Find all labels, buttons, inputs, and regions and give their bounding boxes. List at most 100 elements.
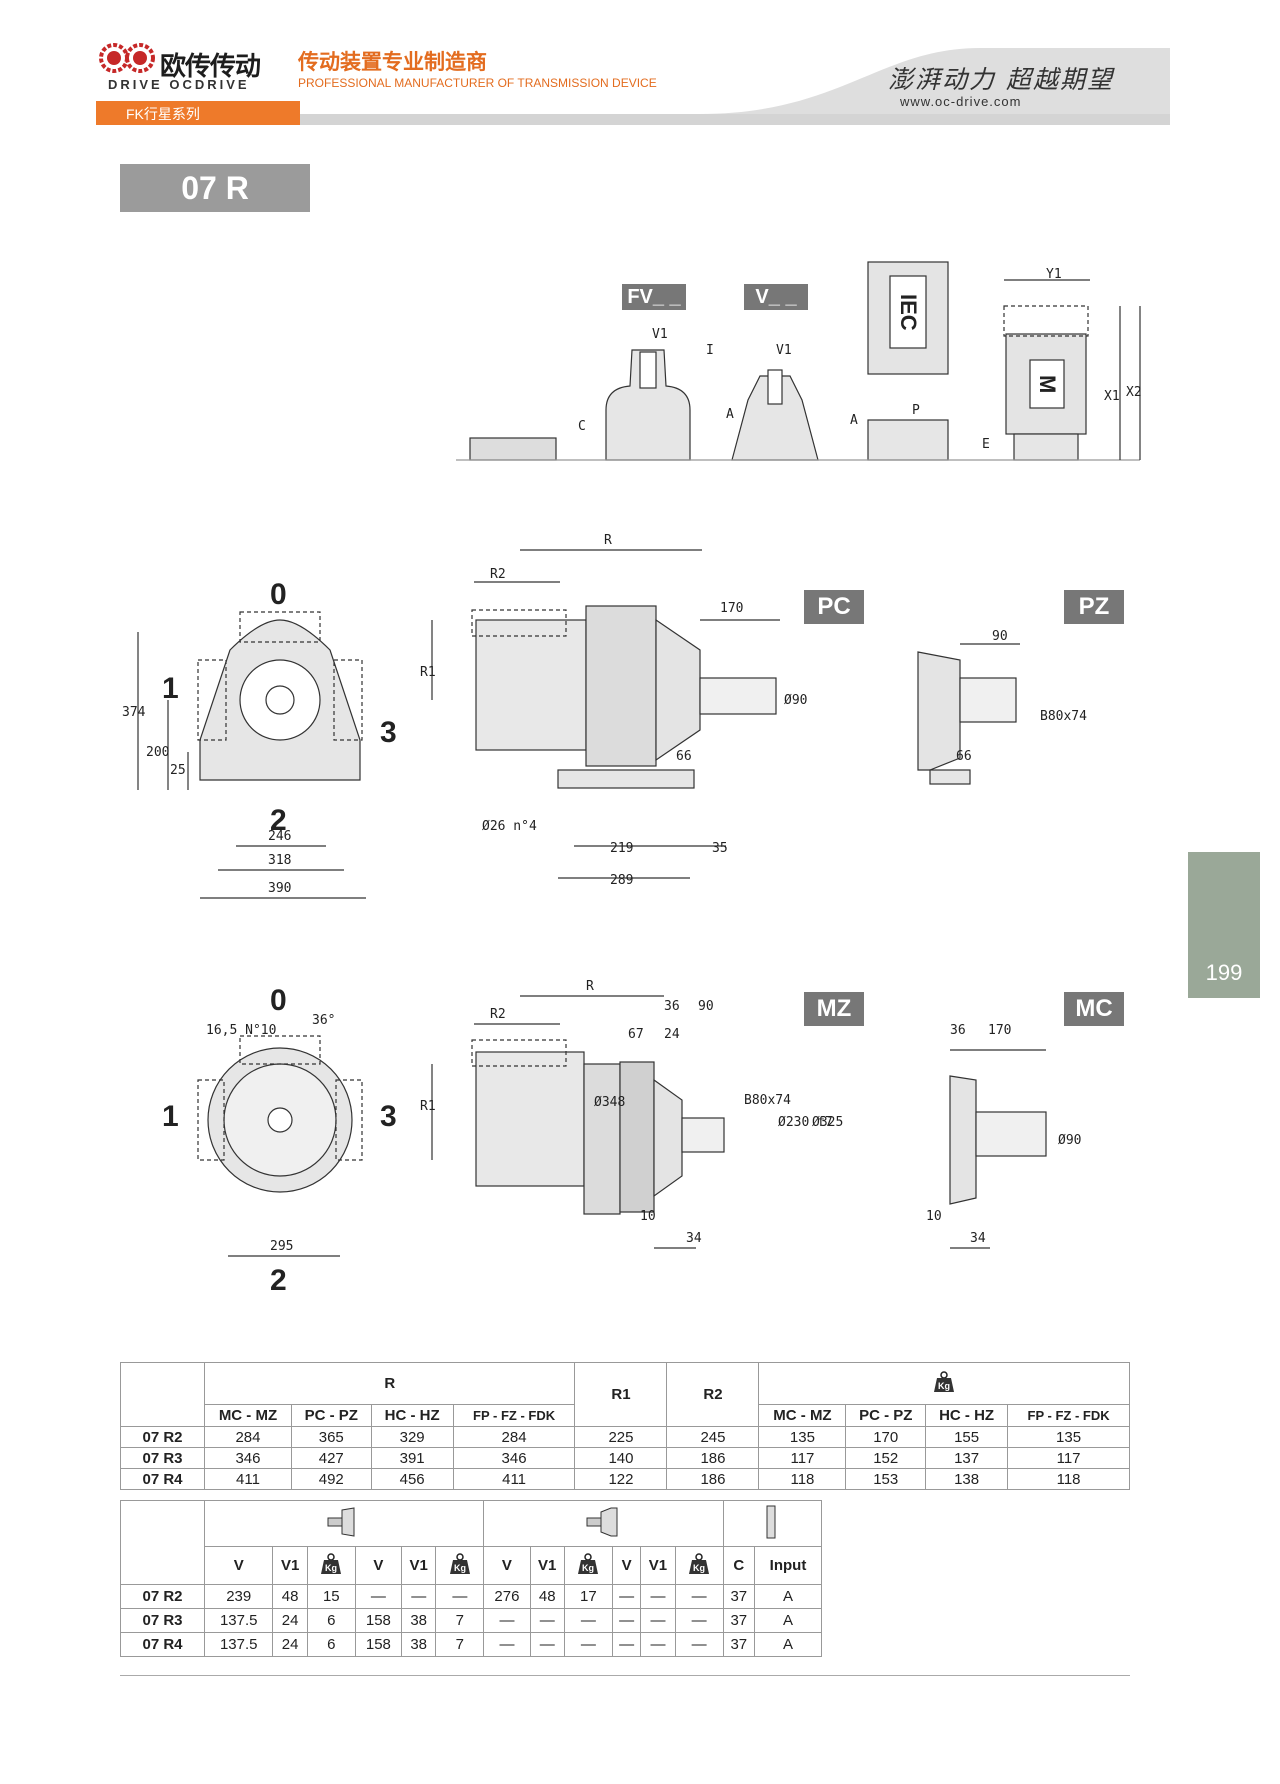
badge-pc: PC: [804, 590, 864, 624]
dim-angle: 36°: [312, 1013, 335, 1028]
dim-295: 295: [270, 1239, 293, 1254]
mc-dim-10: 10: [926, 1209, 942, 1224]
flange-plate-icon: [766, 1505, 776, 1538]
weight-icon: Kg: [318, 1552, 344, 1575]
dim-170: 170: [720, 601, 743, 616]
dim-r2: R2: [490, 567, 506, 582]
dim-v1-v: V1: [776, 343, 792, 358]
adapter-b-icon: [586, 1507, 618, 1536]
flange-position-3: 3: [380, 1100, 397, 1133]
svg-text:Kg: Kg: [582, 1563, 594, 1573]
mc-dim-36: 36: [950, 1023, 966, 1038]
col-kg-mc-mz: MC - MZ: [758, 1404, 847, 1427]
dim-holes: Ø26 n°4: [482, 819, 537, 834]
col-group-input: [722, 1500, 823, 1547]
flange-dim-r2: R2: [490, 1007, 506, 1022]
header-band: [700, 48, 1170, 124]
flange-dim-d230: Ø230 f7: [778, 1115, 833, 1130]
table-row: 07 R2 239 48 15 — — — 276 48 17 — — — 37…: [120, 1584, 822, 1609]
dim-a2: A: [850, 413, 858, 428]
dimensions-table: R R1 R2 Kg MC - MZ PC - PZ HC - HZ FP - …: [120, 1362, 1130, 1490]
dim-r1: R1: [420, 665, 436, 680]
company-logo: 欧传传动 DRIVE OCDRIVE: [96, 40, 276, 92]
label-iec: IEC: [896, 293, 921, 331]
col-kg-pc-pz: PC - PZ: [845, 1404, 927, 1427]
position-1: 1: [162, 672, 179, 705]
weight-icon: Kg: [447, 1552, 473, 1575]
dim-289: 289: [610, 873, 633, 888]
flange-position-0: 0: [270, 984, 287, 1017]
badge-mc: MC: [1064, 992, 1124, 1026]
iec-base: [867, 419, 949, 461]
svg-text:Kg: Kg: [325, 1563, 337, 1573]
slogan: 澎湃动力 超越期望: [888, 65, 1114, 94]
col-r-mc-mz: MC - MZ: [204, 1404, 292, 1427]
pz-dim-66: 66: [956, 749, 972, 764]
flange-dim-67: 67: [628, 1027, 644, 1042]
label-m: M: [1035, 374, 1060, 394]
position-2: 2: [270, 804, 287, 837]
fv-adapter: [605, 349, 691, 461]
dim-holes-flange: 16,5 N°10: [206, 1023, 276, 1038]
col-kg-fp-fz-fdk: FP - FZ - FDK: [1007, 1404, 1130, 1427]
dim-e: E: [982, 437, 990, 452]
col-group-r: R: [203, 1362, 576, 1405]
col-r2: R2: [666, 1362, 760, 1427]
brand-name-en: DRIVE OCDRIVE: [108, 77, 250, 92]
dim-d90: Ø90: [784, 693, 807, 708]
mc-dim-d90: Ø90: [1058, 1133, 1081, 1148]
tagline-cn: 传动装置专业制造商: [298, 51, 487, 74]
dim-y1: Y1: [1046, 267, 1062, 282]
dim-x1: X1: [1104, 389, 1120, 404]
dim-p: P: [912, 403, 920, 418]
adapter-table: V V1 Kg V V1 Kg V V1 Kg V V1 Kg C Input …: [120, 1500, 823, 1657]
technical-drawings: V1 V1 I A A C P E Y1 X1 X2 0 1 3 2 374 2…: [122, 261, 1142, 1297]
dim-c: C: [578, 419, 586, 434]
mc-dim-34: 34: [970, 1231, 986, 1246]
flange-dim-10: 10: [640, 1209, 656, 1224]
svg-text:Kg: Kg: [693, 1563, 705, 1573]
position-3: 3: [380, 716, 397, 749]
foot-gearbox-motor-side: [475, 619, 587, 751]
flange-dim-b80: B80x74: [744, 1093, 791, 1108]
col-group-adapter-a: [203, 1500, 485, 1547]
weight-icon: Kg: [686, 1552, 712, 1575]
adapter-a-icon: [327, 1506, 355, 1537]
col-r-pc-pz: PC - PZ: [290, 1404, 372, 1427]
col-group-adapter-b: [483, 1500, 724, 1547]
table-row: 07 R3 137.5 24 6 158 38 7 — — — — — — 37…: [120, 1608, 822, 1633]
badge-pz: PZ: [1064, 590, 1124, 624]
pz-dim-90: 90: [992, 629, 1008, 644]
page-tab: [1188, 852, 1260, 998]
dim-66: 66: [676, 749, 692, 764]
series-label: FK行星系列: [96, 101, 300, 125]
key-part: [469, 437, 557, 461]
table-row: 07 R3 346 427 391 346 140 186 117 152 13…: [120, 1447, 1130, 1469]
table-row: 07 R4 137.5 24 6 158 38 7 — — — — — — 37…: [120, 1632, 822, 1657]
col-kg-hc-hz: HC - HZ: [925, 1404, 1009, 1427]
flange-dim-d325: Ø325: [812, 1115, 843, 1130]
bottom-divider: [120, 1675, 1130, 1676]
svg-text:Kg: Kg: [454, 1563, 466, 1573]
svg-text:Kg: Kg: [938, 1381, 950, 1391]
table-row: 07 R2 284 365 329 284 225 245 135 170 15…: [120, 1426, 1130, 1448]
mc-output: [949, 1075, 977, 1205]
badge-v: V_ _: [744, 284, 808, 310]
dim-318: 318: [268, 853, 291, 868]
brand-name-cn: 欧传传动: [160, 51, 261, 81]
dim-219: 219: [610, 841, 633, 856]
flange-gearbox-motor-side: [475, 1051, 585, 1187]
col-r-hc-hz: HC - HZ: [370, 1404, 454, 1427]
flange-dim-90: 90: [698, 999, 714, 1014]
dim-25: 25: [170, 763, 186, 778]
header-divider: [300, 114, 1170, 125]
dim-390: 390: [268, 881, 291, 896]
flange-position-2: 2: [270, 1264, 287, 1297]
dim-374: 374: [122, 705, 146, 720]
flange-dim-r: R: [586, 979, 594, 994]
col-r1: R1: [574, 1362, 668, 1427]
website-url: www.oc-drive.com: [900, 94, 1022, 109]
model-title: 07 R: [120, 164, 310, 212]
dim-35: 35: [712, 841, 728, 856]
pz-dim-b80: B80x74: [1040, 709, 1087, 724]
